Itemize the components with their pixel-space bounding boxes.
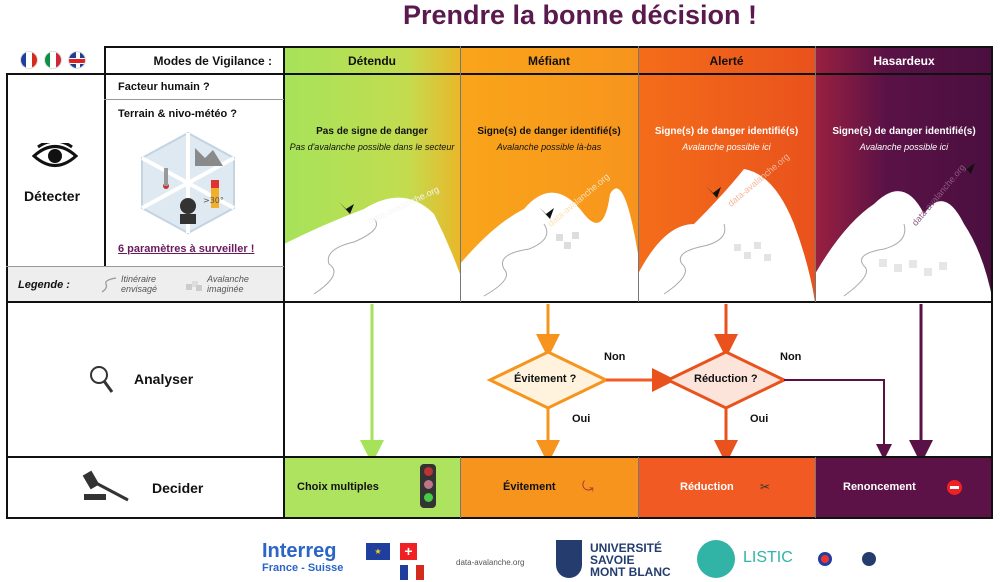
slope-label: >30° (203, 196, 224, 205)
french-flag-icon (400, 565, 424, 580)
eu-flag-icon: ★ (366, 543, 390, 560)
sign-detendu: Pas de signe de danger Pas d'avalanche p… (289, 126, 455, 152)
listic-circle-icon (697, 540, 735, 578)
legend-route: Itinéraire envisagé (121, 274, 158, 294)
analyse-label: Analyser (134, 371, 194, 387)
outcome-bg-4 (815, 457, 993, 518)
column-header-detendu: Détendu (348, 53, 396, 68)
decision-reduction: Réduction ? (694, 373, 758, 385)
route-legend-icon (101, 277, 117, 293)
terrain-label: Terrain & nivo-météo ? (118, 108, 237, 120)
yes-label-1: Oui (572, 413, 591, 425)
swiss-flag-icon: + (400, 543, 417, 560)
legend-label: Legende : (18, 279, 70, 291)
legend-avalanche: Avalanche imaginée (207, 274, 249, 294)
partner-logo-1 (818, 552, 832, 566)
no-entry-icon (947, 480, 962, 495)
bird-icon-1 (339, 202, 354, 214)
magnifier-icon (90, 366, 114, 393)
table-border-c2 (460, 46, 461, 302)
table-border-sub2 (6, 266, 284, 267)
traffic-light-icon (420, 464, 436, 508)
usmb-logo: UNIVERSITÉ SAVOIE MONT BLANC (590, 541, 671, 579)
outcome-renoncement: Renoncement (843, 481, 916, 493)
partner-logo-2 (862, 552, 876, 566)
table-border-left (6, 73, 8, 519)
table-border-right (991, 46, 993, 519)
table-border-c3 (638, 46, 639, 302)
sign-mefiant: Signe(s) de danger identifié(s) Avalanch… (477, 126, 621, 152)
parameters-hexagon-icon: >30° (141, 131, 235, 235)
table-border-col0 (104, 46, 106, 266)
reduce-icon: ✂ (760, 480, 771, 494)
human-factor-label: Facteur humain ? (118, 81, 210, 93)
no-label-1: Non (604, 351, 626, 363)
outcome-choix-multiples: Choix multiples (297, 481, 379, 493)
outcome-bg-2 (460, 457, 638, 518)
gavel-icon (82, 470, 129, 502)
language-switcher (20, 51, 90, 71)
flag-fr-icon[interactable] (20, 51, 38, 69)
decision-evitement: Évitement ? (514, 373, 577, 385)
bird-icon-2 (539, 207, 554, 219)
interreg-logo: Interreg France - Suisse (262, 540, 344, 574)
column-header-mefiant: Méfiant (528, 53, 570, 68)
usmb-shield-icon (556, 540, 582, 578)
listic-logo: LISTIC (743, 549, 793, 566)
table-border-col1 (283, 46, 285, 519)
avalanche-legend-icon (186, 281, 202, 291)
bird-icon-3 (706, 186, 721, 198)
table-border-d3 (638, 457, 639, 518)
eye-icon (32, 143, 78, 167)
outcome-reduction: Réduction (680, 481, 734, 493)
table-border-header (6, 73, 993, 75)
legend-bg (6, 266, 284, 302)
sign-hasardeux: Signe(s) de danger identifié(s) Avalanch… (832, 126, 976, 152)
no-label-2: Non (780, 351, 802, 363)
column-header-alerte: Alerté (709, 53, 744, 68)
table-border-d2 (460, 457, 461, 518)
column-header-hasardeux: Hasardeux (873, 53, 935, 68)
modes-label: Modes de Vigilance : (153, 53, 272, 68)
data-avalanche-logo: data-avalanche.org (456, 558, 525, 567)
bird-icon-4 (960, 162, 975, 174)
table-border-bottom (6, 517, 993, 519)
outcome-evitement: Évitement (503, 481, 556, 493)
table-border-top (104, 46, 993, 48)
outcome-bg-3 (638, 457, 815, 518)
flag-it-icon[interactable] (44, 51, 62, 69)
parameters-link[interactable]: 6 paramètres à surveiller ! (118, 243, 255, 255)
flow-diagram (360, 304, 933, 457)
avoid-icon: ⤿ (582, 478, 594, 494)
flag-uk-icon[interactable] (68, 51, 86, 69)
mountain-illustrations (284, 162, 993, 302)
table-border-mid1 (6, 301, 993, 303)
table-border-sub1 (104, 99, 284, 100)
page-title: Prendre la bonne décision ! (402, 0, 758, 30)
decide-label: Decider (152, 480, 204, 496)
table-border-d4 (815, 457, 816, 518)
table-border-mid2 (6, 456, 993, 458)
sign-alerte: Signe(s) de danger identifié(s) Avalanch… (654, 126, 799, 152)
detect-label: Détecter (24, 188, 81, 204)
table-border-c4 (815, 46, 816, 302)
yes-label-2: Oui (750, 413, 769, 425)
